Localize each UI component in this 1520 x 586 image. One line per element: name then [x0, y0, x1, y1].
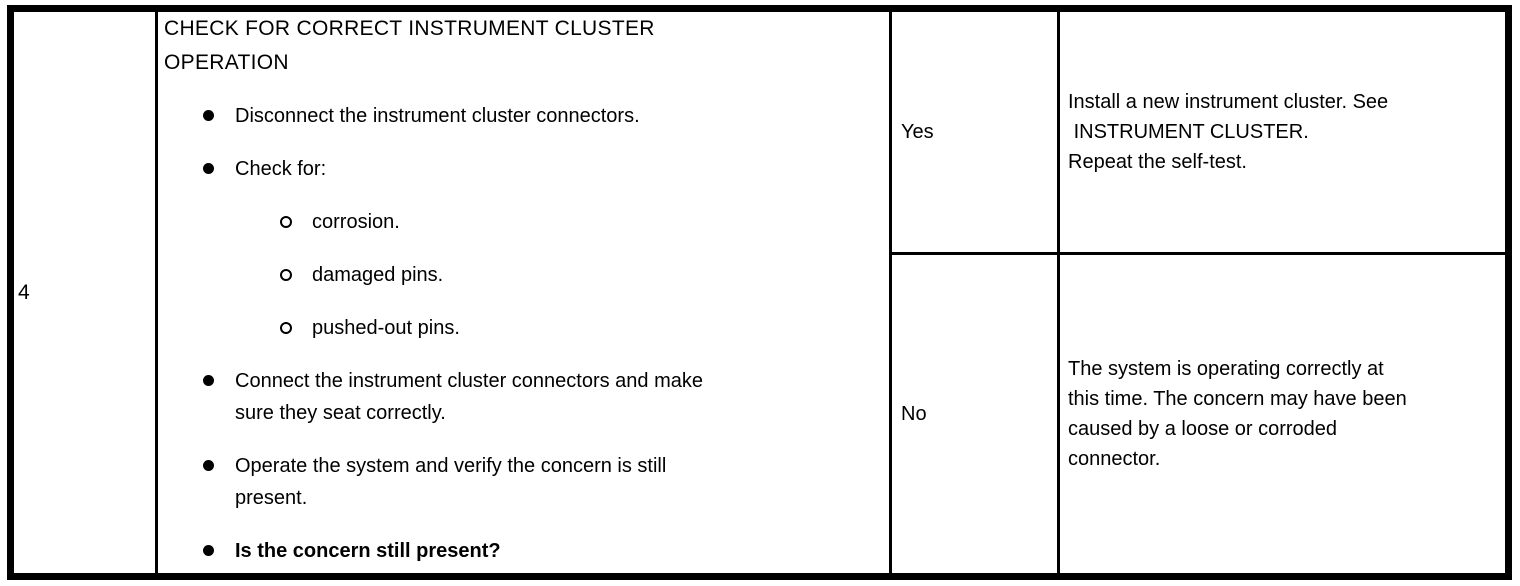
list-item: Is the concern still present?	[164, 535, 879, 567]
bullet-icon	[203, 110, 214, 121]
yes-action-cell: Install a new instrument cluster. See IN…	[1057, 12, 1505, 255]
yes-answer-cell: Yes	[889, 12, 1057, 255]
list-item: corrosion.	[164, 206, 879, 238]
bullet-icon	[203, 545, 214, 556]
no-label: No	[901, 402, 927, 425]
sub-bullet-icon	[280, 216, 292, 228]
list-item: Operate the system and verify the concer…	[164, 450, 879, 514]
yes-action-text: Install a new instrument cluster. See IN…	[1068, 91, 1389, 173]
list-item: Check for:	[164, 153, 879, 185]
no-answer-cell: No	[889, 255, 1057, 573]
step-number-cell: 4	[14, 12, 155, 573]
bullet-icon	[203, 163, 214, 174]
instruction-text: Check for:	[235, 158, 327, 180]
bullet-icon	[203, 460, 214, 471]
test-step-title: CHECK FOR CORRECT INSTRUMENT CLUSTER OPE…	[164, 17, 655, 74]
list-item: Connect the instrument cluster connector…	[164, 365, 879, 429]
instruction-text: Operate the system and verify the concer…	[235, 455, 667, 509]
no-action-cell: The system is operating correctly at thi…	[1057, 255, 1505, 573]
instruction-text: damaged pins.	[312, 264, 444, 286]
instruction-text: Disconnect the instrument cluster connec…	[235, 105, 640, 127]
step-number: 4	[18, 280, 30, 304]
question-text: Is the concern still present?	[235, 540, 501, 562]
list-item: Disconnect the instrument cluster connec…	[164, 100, 879, 132]
instruction-text: pushed-out pins.	[312, 317, 460, 339]
yes-label: Yes	[901, 120, 934, 143]
no-action-text: The system is operating correctly at thi…	[1068, 358, 1407, 470]
bullet-icon	[203, 375, 214, 386]
sub-bullet-icon	[280, 269, 292, 281]
list-item: pushed-out pins.	[164, 312, 879, 344]
instruction-text: corrosion.	[312, 211, 400, 233]
instruction-text: Connect the instrument cluster connector…	[235, 370, 704, 424]
sub-bullet-icon	[280, 322, 292, 334]
pinpoint-test-table: 4 CHECK FOR CORRECT INSTRUMENT CLUSTER O…	[7, 5, 1512, 580]
list-item: damaged pins.	[164, 259, 879, 291]
test-step-cell: CHECK FOR CORRECT INSTRUMENT CLUSTER OPE…	[155, 12, 889, 573]
